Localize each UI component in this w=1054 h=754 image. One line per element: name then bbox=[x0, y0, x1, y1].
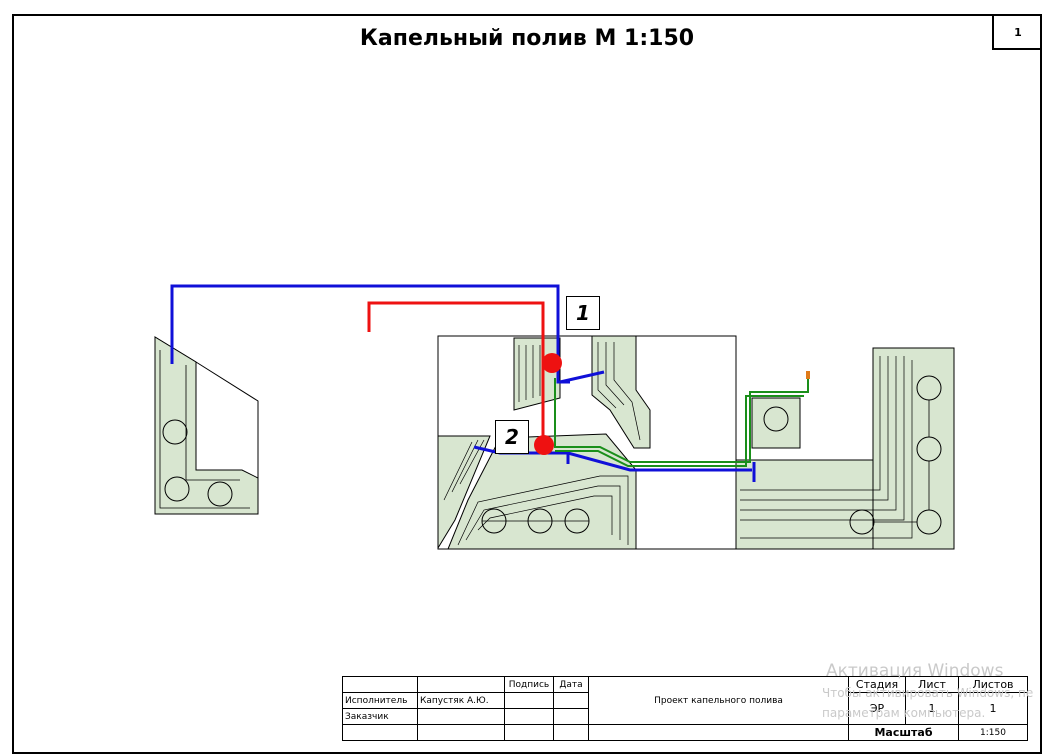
stamp-sheet-header: Лист bbox=[905, 676, 959, 693]
pipe-blue bbox=[170, 284, 756, 482]
title-block: Подпись Дата Проект капельного полива Ст… bbox=[342, 676, 1028, 741]
pipe-green bbox=[554, 371, 810, 467]
bed-center bbox=[437, 335, 737, 550]
bed-right bbox=[735, 347, 955, 550]
sheet-number: 1 bbox=[992, 14, 1042, 50]
callout-2: 2 bbox=[495, 420, 529, 454]
stamp-scale-header: Масштаб bbox=[848, 724, 959, 741]
stamp-sheets-value: 1 bbox=[958, 692, 1028, 725]
stamp-customer-label: Заказчик bbox=[342, 708, 418, 725]
bed-left bbox=[154, 336, 259, 515]
stamp-project-name: Проект капельного полива bbox=[588, 676, 849, 725]
stamp-col-signature: Подпись bbox=[504, 676, 554, 693]
callout-1: 1 bbox=[566, 296, 600, 330]
valve-node-2 bbox=[534, 435, 554, 455]
drawing-title: Капельный полив М 1:150 bbox=[359, 26, 695, 51]
stamp-stage-header: Стадия bbox=[848, 676, 906, 693]
valve-node-1 bbox=[542, 353, 562, 373]
stamp-sheets-header: Листов bbox=[958, 676, 1028, 693]
stamp-sheet-value: 1 bbox=[905, 692, 959, 725]
stamp-col-date: Дата bbox=[553, 676, 589, 693]
source-marker bbox=[806, 371, 810, 379]
stamp-executor-label: Исполнитель bbox=[342, 692, 418, 709]
stamp-stage-value: ЭР bbox=[848, 692, 906, 725]
pipe-red bbox=[367, 301, 562, 455]
stamp-scale-value: 1:150 bbox=[958, 724, 1028, 741]
stamp-executor-name: Капустяк А.Ю. bbox=[417, 692, 505, 709]
